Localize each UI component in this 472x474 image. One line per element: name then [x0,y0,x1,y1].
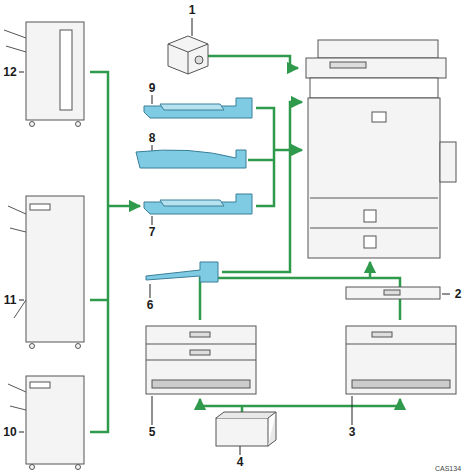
callout-number: 1 [189,4,196,16]
callout-number: 6 [147,299,154,311]
callout-number: 4 [237,456,244,468]
figure-code: CAS134 [435,465,461,472]
callout-number: 7 [149,226,156,238]
callout-number: 3 [349,426,356,438]
callout-number: 9 [149,82,156,94]
callout-number: 11 [4,294,17,306]
callout-number: 2 [455,288,462,300]
callout-number: 8 [149,132,156,144]
callout-number: 12 [3,66,16,78]
callout-number: 10 [3,426,16,438]
callout-number: 5 [149,426,156,438]
